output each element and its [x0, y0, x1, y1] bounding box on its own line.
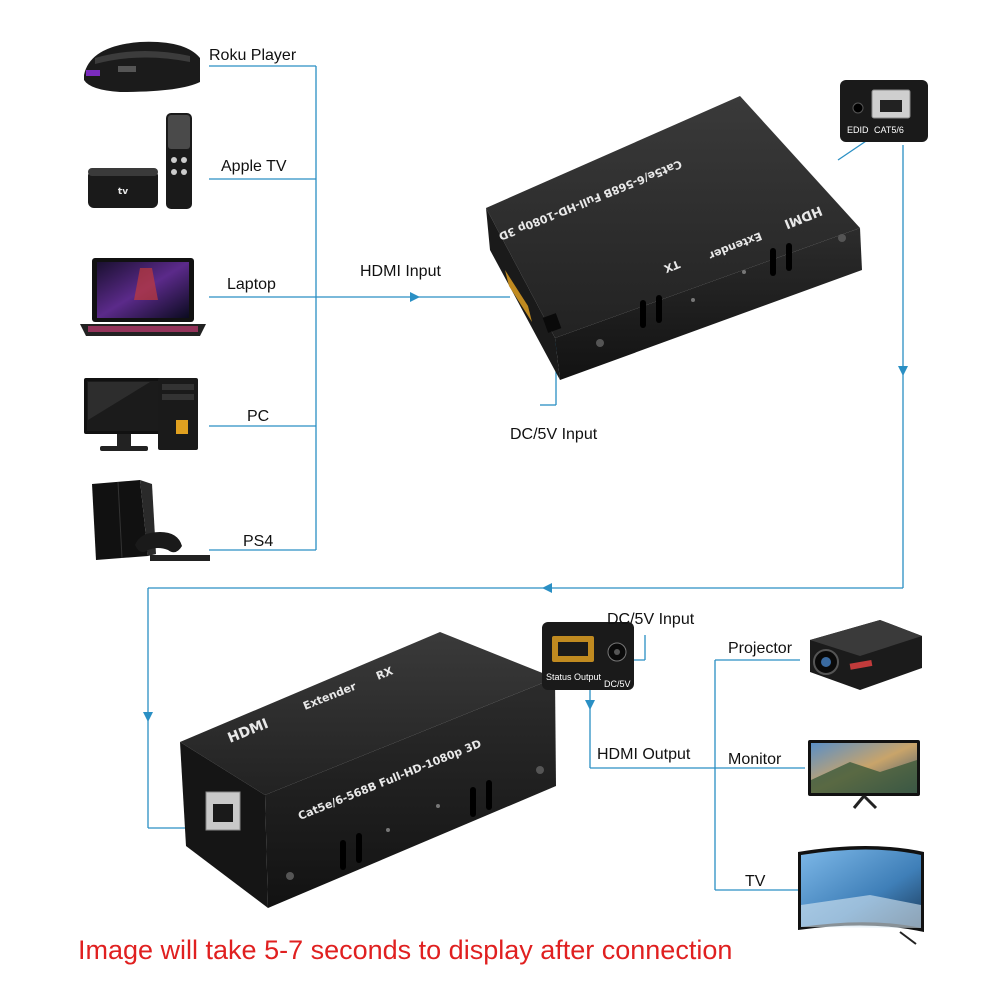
svg-text:tv: tv: [118, 187, 128, 197]
ps4-icon: [92, 480, 210, 561]
tx-role-text: TX: [662, 257, 682, 275]
status-output-label: Status Output: [546, 672, 602, 682]
label-monitor: Monitor: [728, 751, 782, 768]
hdmi-output-label: HDMI Output: [597, 746, 691, 763]
label-roku-player: Roku Player: [209, 47, 297, 64]
rx-role-text: RX: [374, 664, 395, 683]
cat-down-arrow: [898, 366, 908, 376]
cat-down-arrow-2: [143, 712, 153, 722]
label-ps4: PS4: [243, 533, 273, 550]
label-projector: Projector: [728, 640, 793, 657]
connection-note: Image will take 5-7 seconds to display a…: [78, 935, 733, 965]
label-apple-tv: Apple TV: [221, 158, 287, 175]
monitor-icon: [808, 740, 920, 810]
tv-icon: [798, 846, 924, 945]
tx-port-callout: EDID CAT5/6: [840, 80, 928, 142]
roku-player-icon: [84, 41, 200, 92]
rx-dc-input-label: DC/5V Input: [607, 611, 695, 628]
apple-tv-icon: tv: [88, 113, 192, 209]
laptop-icon: [80, 258, 206, 336]
source-wiring: [143, 65, 908, 829]
label-pc: PC: [247, 408, 269, 425]
rx-dc-port-label: DC/5V: [604, 679, 631, 689]
hdmi-input-arrow: [410, 292, 420, 302]
tx-dc-input-label: DC/5V Input: [510, 426, 598, 443]
rx-port-callout: Status Output DC/5V: [542, 622, 634, 690]
label-laptop: Laptop: [227, 276, 276, 293]
display-wiring: [585, 635, 805, 891]
projector-icon: [810, 620, 922, 690]
label-tv: TV: [745, 873, 766, 890]
receiver-unit: HDMI Extender RX Cat5e/6-568B Full-HD-10…: [180, 632, 556, 908]
cat-label: CAT5/6: [874, 125, 904, 135]
edid-label: EDID: [847, 125, 869, 135]
hdmi-output-arrow: [585, 700, 595, 710]
cat-left-arrow: [542, 583, 552, 593]
pc-icon: [84, 378, 198, 451]
transmitter-unit: Cat5e/6-568B Full-HD-1080p 3D HDMI Exten…: [486, 96, 862, 380]
hdmi-input-label: HDMI Input: [360, 263, 441, 280]
